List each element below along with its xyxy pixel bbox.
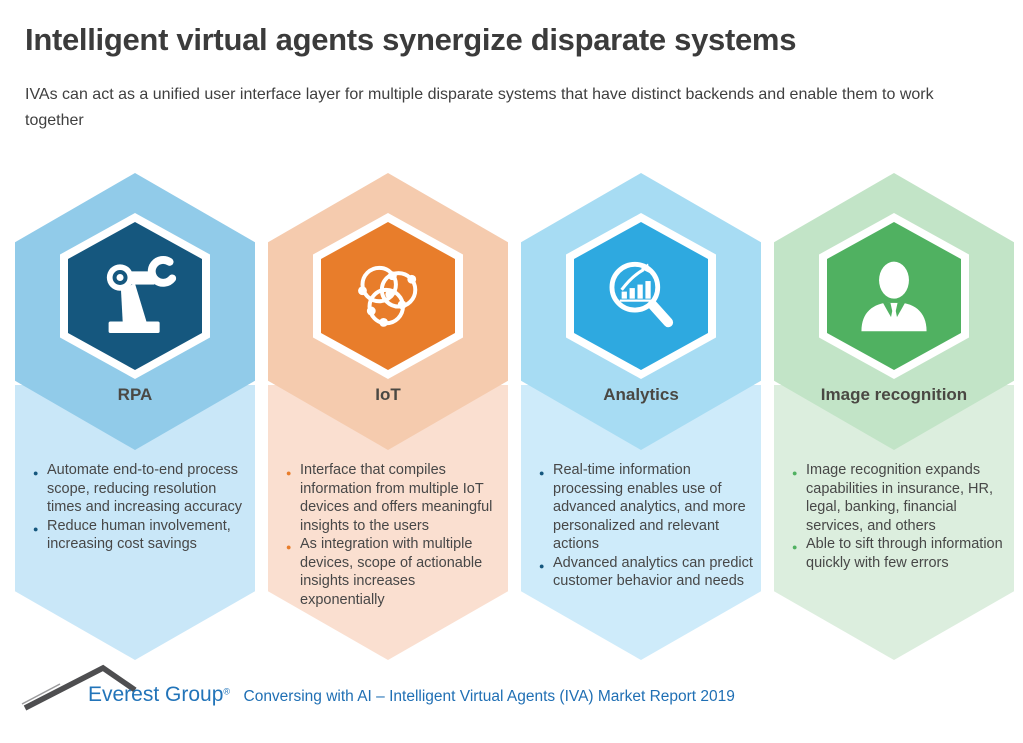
bullet-item: As integration with multiple devices, sc…: [286, 535, 502, 609]
bullet-item: Real-time information processing enables…: [539, 461, 755, 554]
iot-icon-hexagon-border: [313, 213, 463, 379]
iot-bullet-list: Interface that compiles information from…: [268, 461, 508, 609]
footer-text: Everest Group® Conversing with AI – Inte…: [88, 683, 735, 707]
page-subtitle: IVAs can act as a unified user interface…: [25, 86, 934, 129]
analytics-magnifier-icon: [609, 261, 674, 328]
bullet-item: Automate end-to-end process scope, reduc…: [33, 461, 249, 517]
column-image-recognition: Image recognition Image recognition expa…: [774, 173, 1014, 663]
bullet-item: Image recognition expands capabilities i…: [792, 461, 1008, 535]
iot-network-icon: [358, 265, 418, 327]
column-label-analytics: Analytics: [603, 385, 679, 404]
image-recognition-bullet-list: Image recognition expands capabilities i…: [774, 461, 1014, 572]
image-recognition-icon-hexagon-border: [819, 213, 969, 379]
bullet-item: Advanced analytics can predict customer …: [539, 554, 755, 591]
registered-mark: ®: [223, 686, 231, 697]
column-label-rpa: RPA: [117, 385, 153, 404]
page-title: Intelligent virtual agents synergize dis…: [25, 22, 797, 57]
footer: Everest Group® Conversing with AI – Inte…: [0, 658, 1023, 718]
robot-arm-icon: [106, 255, 179, 333]
column-label-iot: IoT: [375, 385, 401, 404]
everest-group-brand: Everest Group: [88, 683, 224, 706]
bullet-item: Interface that compiles information from…: [286, 461, 502, 535]
everest-group-mountain-icon: [21, 664, 137, 711]
report-title: Conversing with AI – Intelligent Virtual…: [243, 688, 735, 705]
analytics-bullet-list: Real-time information processing enables…: [521, 461, 761, 591]
image-recognition-icon-hexagon: [827, 222, 961, 370]
column-analytics: Analytics Real-time information processi…: [521, 173, 761, 663]
analytics-icon-hexagon: [574, 222, 708, 370]
column-label-image-recognition: Image recognition: [820, 385, 968, 404]
rpa-bullet-list: Automate end-to-end process scope, reduc…: [15, 461, 255, 554]
person-icon: [861, 261, 927, 332]
column-rpa: RPA Automate end-to-end process scope, r…: [15, 173, 255, 663]
bullet-item: Reduce human involvement, increasing cos…: [33, 517, 249, 554]
iot-icon-hexagon: [321, 222, 455, 370]
bullet-item: Able to sift through information quickly…: [792, 535, 1008, 572]
rpa-icon-hexagon: [68, 222, 202, 370]
column-iot: IoT Interface that compiles information …: [268, 173, 508, 663]
